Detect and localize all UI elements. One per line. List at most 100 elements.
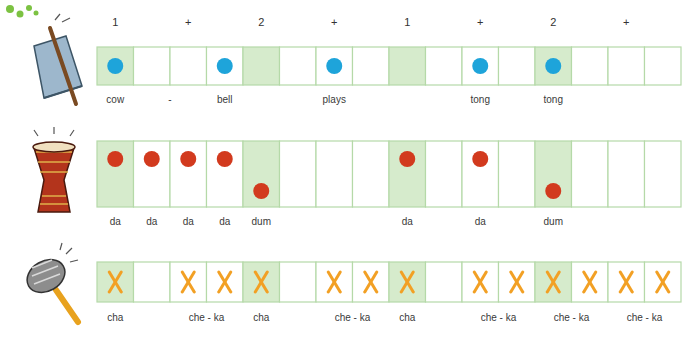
beat-cell xyxy=(207,262,244,302)
green-dot xyxy=(26,5,32,11)
beat-cell xyxy=(499,47,536,85)
lyric-label: da xyxy=(183,216,194,228)
lyric-label: - xyxy=(168,94,171,106)
lyric-label: plays xyxy=(323,94,346,106)
beat-cell xyxy=(426,262,463,302)
beat-cell xyxy=(499,141,536,207)
beat-cell xyxy=(353,47,390,85)
cowbell-hit xyxy=(545,58,561,74)
shaker-icon xyxy=(21,243,78,322)
beat-cell xyxy=(462,262,499,302)
lyric-label: da xyxy=(402,216,413,228)
beat-cell xyxy=(280,262,317,302)
drum-hit xyxy=(107,151,123,167)
green-dot xyxy=(34,11,39,16)
shaker-hit xyxy=(109,272,121,292)
beat-cell xyxy=(462,47,499,85)
shaker-hit xyxy=(657,272,669,292)
shaker-hit xyxy=(584,272,596,292)
beat-cell xyxy=(353,262,390,302)
drum-hit xyxy=(180,151,196,167)
lyric-label: che - ka xyxy=(189,312,225,324)
green-dot xyxy=(17,11,24,18)
beat-cell xyxy=(243,47,280,85)
beat-cell xyxy=(462,141,499,207)
beat-cell xyxy=(608,47,645,85)
cowbell-hit xyxy=(326,58,342,74)
shaker-hit xyxy=(620,272,632,292)
beat-cell xyxy=(608,262,645,302)
beat-cell xyxy=(134,141,171,207)
drum-hit xyxy=(253,183,269,199)
cowbell-hit xyxy=(107,58,123,74)
beat-cell xyxy=(426,141,463,207)
beat-cell xyxy=(207,47,244,85)
beat-cell xyxy=(243,141,280,207)
beat-cell xyxy=(170,47,207,85)
beat-cell xyxy=(353,141,390,207)
beat-cell xyxy=(134,262,171,302)
beat-cell xyxy=(280,47,317,85)
beat-cell xyxy=(608,141,645,207)
drum-icon xyxy=(33,127,75,212)
grid xyxy=(97,47,681,302)
grid-row xyxy=(97,47,681,85)
shaker-hit xyxy=(328,272,340,292)
grid-row xyxy=(97,262,681,302)
beat-cell xyxy=(170,262,207,302)
lyric-label: da xyxy=(110,216,121,228)
lyric-label: bell xyxy=(217,94,233,106)
drum-hit xyxy=(545,183,561,199)
beat-cell xyxy=(316,262,353,302)
beat-cell xyxy=(572,47,609,85)
beat-cell xyxy=(389,262,426,302)
shaker-hit xyxy=(219,272,231,292)
beat-cell xyxy=(389,141,426,207)
shaker-hit xyxy=(182,272,194,292)
lyric-label: cha xyxy=(107,312,123,324)
beat-cell xyxy=(170,141,207,207)
beat-cell xyxy=(645,47,682,85)
cowbell-hit xyxy=(217,58,233,74)
beat-cell xyxy=(535,262,572,302)
lyric-label: dum xyxy=(544,216,563,228)
beat-cell xyxy=(572,262,609,302)
lyric-label: che - ka xyxy=(627,312,663,324)
shaker-hit xyxy=(547,272,559,292)
count-label: 2 xyxy=(258,16,264,28)
shaker-hit xyxy=(511,272,523,292)
drum-hit xyxy=(217,151,233,167)
lyric-label: da xyxy=(219,216,230,228)
beat-cell xyxy=(207,141,244,207)
beat-cell xyxy=(97,141,134,207)
lyric-label: che - ka xyxy=(481,312,517,324)
lyric-label: tong xyxy=(544,94,563,106)
corner-dots xyxy=(6,5,39,18)
beat-cell xyxy=(243,262,280,302)
beat-cell xyxy=(645,141,682,207)
count-label: + xyxy=(185,16,191,28)
drum-hit xyxy=(399,151,415,167)
beat-cell xyxy=(499,262,536,302)
beat-cell xyxy=(97,47,134,85)
shaker-hit xyxy=(255,272,267,292)
count-label: 1 xyxy=(112,16,118,28)
lyric-label: cow xyxy=(106,94,124,106)
cowbell-icon xyxy=(34,14,82,104)
drum-hit xyxy=(472,151,488,167)
lyric-label: cha xyxy=(399,312,415,324)
count-label: 1 xyxy=(404,16,410,28)
count-label: + xyxy=(477,16,483,28)
lyric-label: tong xyxy=(471,94,490,106)
shaker-hit xyxy=(365,272,377,292)
count-label: 2 xyxy=(550,16,556,28)
shaker-hit xyxy=(474,272,486,292)
beat-cell xyxy=(535,47,572,85)
drum-hit xyxy=(144,151,160,167)
beat-cell xyxy=(389,47,426,85)
beat-cell xyxy=(535,141,572,207)
count-label: + xyxy=(623,16,629,28)
shaker-hit xyxy=(401,272,413,292)
grid-row xyxy=(97,141,681,207)
